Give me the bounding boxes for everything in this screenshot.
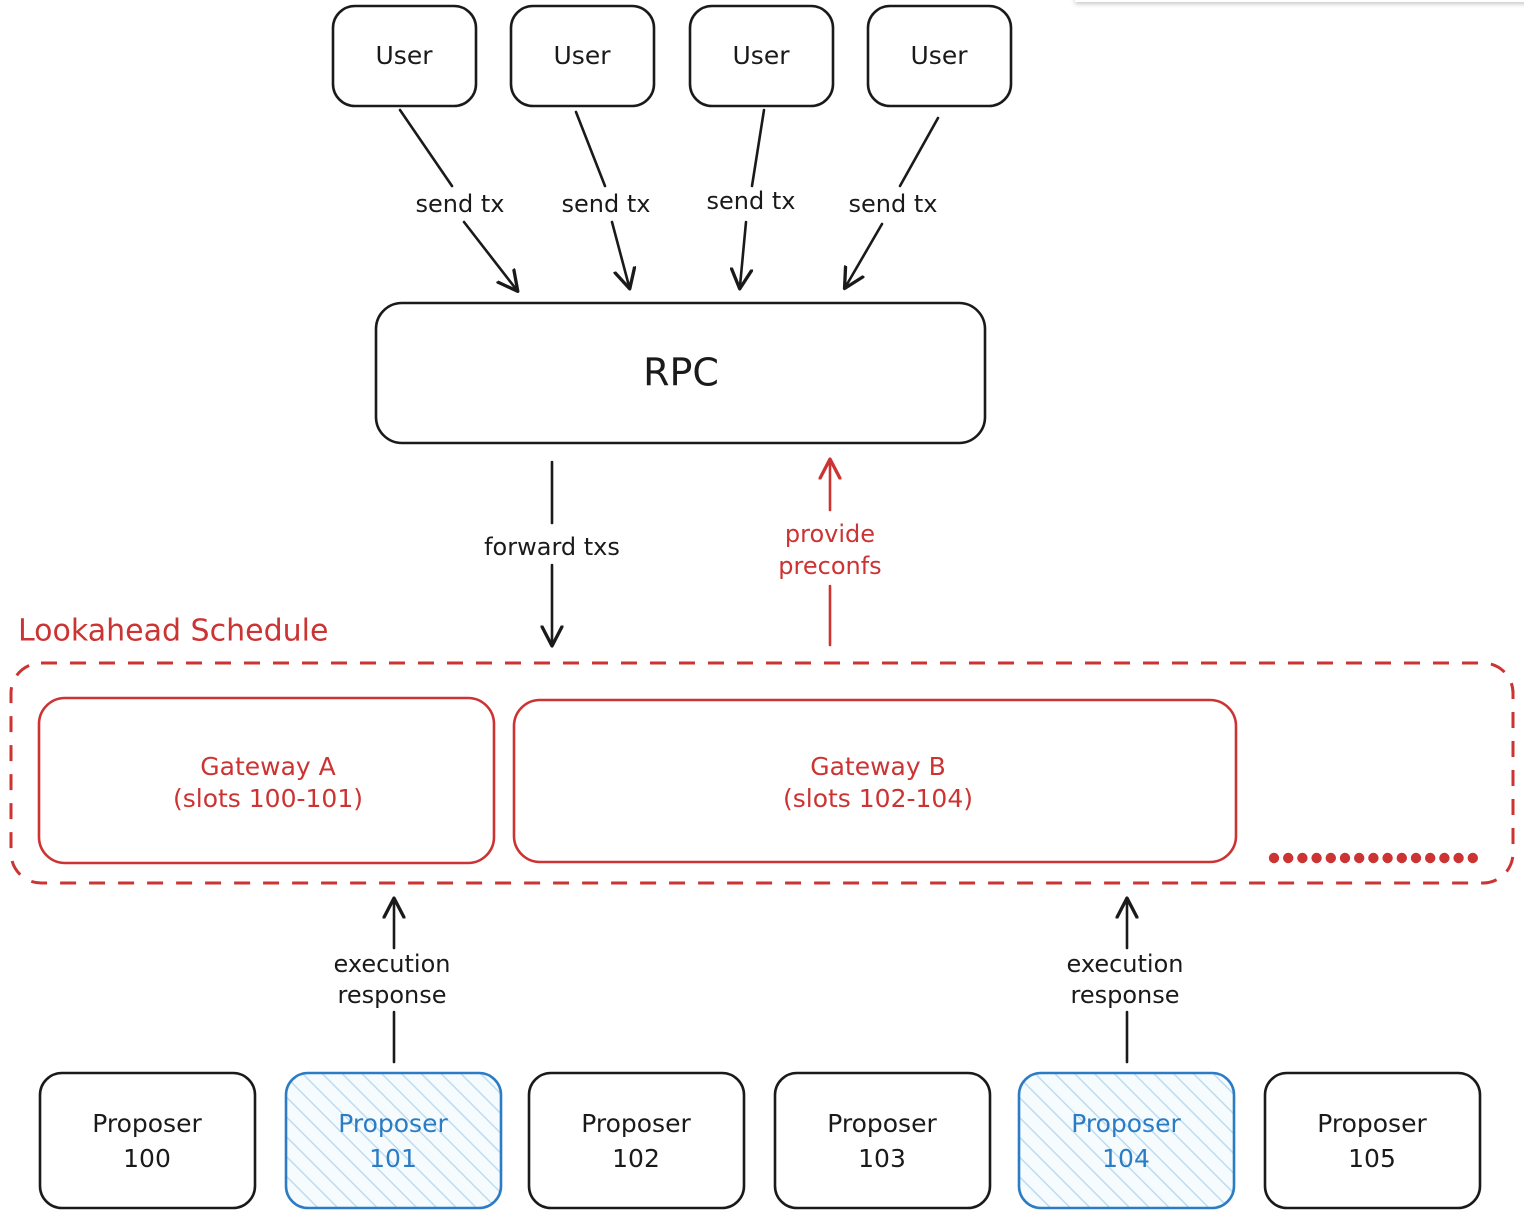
- send-tx-edge-1: send tx: [398, 108, 516, 289]
- send-tx-edge-2-label: send tx: [562, 190, 651, 218]
- proposer-node-104-number: 104: [1102, 1144, 1150, 1173]
- provide-preconfs-edge: provide preconfs: [778, 462, 882, 647]
- forward-txs-edge: forward txs: [484, 460, 620, 643]
- proposer-node-104-label: Proposer: [1071, 1109, 1181, 1138]
- schedule-ellipsis-dot: [1467, 852, 1479, 864]
- proposer-node-105-box[interactable]: [1263, 1071, 1482, 1210]
- schedule-ellipsis-dot: [1268, 852, 1280, 864]
- user-node-2-box[interactable]: [509, 4, 656, 108]
- send-tx-edge-3: send tx: [707, 108, 796, 286]
- gateway-a-node[interactable]: Gateway A (slots 100-101): [37, 696, 496, 865]
- send-tx-edge-4-label: send tx: [849, 190, 938, 218]
- proposer-node-103-label: Proposer: [827, 1109, 937, 1138]
- schedule-ellipsis-dot: [1439, 852, 1450, 864]
- user-node-3-box[interactable]: [688, 4, 835, 108]
- forward-txs-edge-label: forward txs: [484, 533, 620, 561]
- proposer-node-101-label: Proposer: [338, 1109, 448, 1138]
- panel-edge-shadow: [1075, 0, 1524, 2]
- rpc-node-box[interactable]: [374, 301, 987, 445]
- schedule-ellipsis-dot: [1368, 852, 1379, 864]
- proposer-node-102-box[interactable]: [527, 1071, 746, 1210]
- schedule-ellipsis: [1268, 852, 1479, 864]
- proposer-node-102-number: 102: [612, 1144, 660, 1173]
- gateway-b-slots: (slots 102-104): [783, 784, 973, 813]
- user-node-1-label: User: [376, 41, 434, 70]
- schedule-ellipsis-dot: [1354, 852, 1365, 864]
- proposer-node-101-box[interactable]: [284, 1071, 503, 1210]
- schedule-ellipsis-dot: [1425, 852, 1436, 864]
- gateway-a-name: Gateway A: [200, 752, 336, 781]
- provide-preconfs-edge-label-line2: preconfs: [778, 552, 881, 580]
- execution-response-edge-2-label-line2: response: [1070, 981, 1179, 1009]
- schedule-ellipsis-dot: [1339, 852, 1351, 864]
- proposer-node-100-label: Proposer: [92, 1109, 202, 1138]
- user-node-4-box[interactable]: [866, 4, 1013, 108]
- proposer-node-103-box[interactable]: [773, 1071, 992, 1210]
- proposer-node-105-number: 105: [1348, 1144, 1396, 1173]
- proposer-node-100[interactable]: Proposer 100: [38, 1071, 257, 1210]
- execution-response-edge-2-label-line1: execution: [1067, 950, 1184, 978]
- rpc-node-label: RPC: [643, 351, 719, 395]
- execution-response-edge-1-label-line1: execution: [334, 950, 451, 978]
- proposer-node-102[interactable]: Proposer 102: [527, 1071, 746, 1210]
- schedule-ellipsis-dot: [1311, 852, 1322, 864]
- user-node-1[interactable]: User: [331, 4, 478, 108]
- proposer-node-100-box[interactable]: [38, 1071, 257, 1210]
- lookahead-schedule-container: [9, 661, 1515, 885]
- proposer-node-105[interactable]: Proposer 105: [1263, 1071, 1482, 1210]
- user-node-4-label: User: [911, 41, 969, 70]
- user-nodes: User User User User: [331, 4, 1013, 108]
- proposer-node-102-label: Proposer: [581, 1109, 691, 1138]
- send-tx-edge-1-label: send tx: [416, 190, 505, 218]
- schedule-ellipsis-dot: [1410, 852, 1422, 864]
- proposer-node-103[interactable]: Proposer 103: [773, 1071, 992, 1210]
- lookahead-schedule-title: Lookahead Schedule: [18, 614, 328, 649]
- provide-preconfs-edge-label-line1: provide: [785, 520, 875, 548]
- proposer-node-104[interactable]: Proposer 104: [1017, 1071, 1236, 1210]
- execution-response-edges: execution response execution response: [334, 901, 1184, 1064]
- schedule-ellipsis-dot: [1283, 852, 1294, 864]
- rpc-node[interactable]: RPC: [374, 301, 987, 445]
- user-node-4[interactable]: User: [866, 4, 1013, 108]
- proposer-node-100-number: 100: [123, 1144, 171, 1173]
- proposer-node-105-label: Proposer: [1317, 1109, 1427, 1138]
- gateway-b-box[interactable]: [512, 698, 1238, 864]
- schedule-ellipsis-dot: [1396, 852, 1408, 864]
- user-node-2-label: User: [554, 41, 612, 70]
- user-node-3[interactable]: User: [688, 4, 835, 108]
- schedule-ellipsis-dot: [1297, 852, 1308, 864]
- proposer-node-104-box[interactable]: [1017, 1071, 1236, 1210]
- execution-response-edge-1-label-line2: response: [337, 981, 446, 1009]
- execution-response-edge-1: execution response: [334, 901, 451, 1064]
- send-tx-edge-3-label: send tx: [707, 187, 796, 215]
- send-tx-edge-4: send tx: [846, 116, 940, 286]
- schedule-ellipsis-dot: [1453, 852, 1464, 864]
- proposer-node-101[interactable]: Proposer 101: [284, 1071, 503, 1210]
- proposer-node-103-number: 103: [858, 1144, 906, 1173]
- user-node-1-box[interactable]: [331, 4, 478, 108]
- gateway-b-name: Gateway B: [810, 752, 946, 781]
- lookahead-schedule: Lookahead Schedule Gateway A (slots 100-…: [9, 614, 1515, 885]
- gateway-a-slots: (slots 100-101): [173, 784, 363, 813]
- send-tx-edges: send tx send tx send tx send tx: [398, 108, 940, 289]
- proposer-node-101-number: 101: [369, 1144, 417, 1173]
- schedule-ellipsis-dot: [1382, 852, 1393, 864]
- execution-response-edge-2: execution response: [1067, 901, 1184, 1064]
- gateway-a-box[interactable]: [37, 696, 496, 865]
- proposer-nodes: Proposer 100 Proposer 101 Proposer 102 P…: [38, 1071, 1482, 1210]
- send-tx-edge-2: send tx: [562, 110, 651, 286]
- user-node-3-label: User: [733, 41, 791, 70]
- schedule-ellipsis-dot: [1325, 852, 1337, 864]
- gateway-b-node[interactable]: Gateway B (slots 102-104): [512, 698, 1238, 864]
- user-node-2[interactable]: User: [509, 4, 656, 108]
